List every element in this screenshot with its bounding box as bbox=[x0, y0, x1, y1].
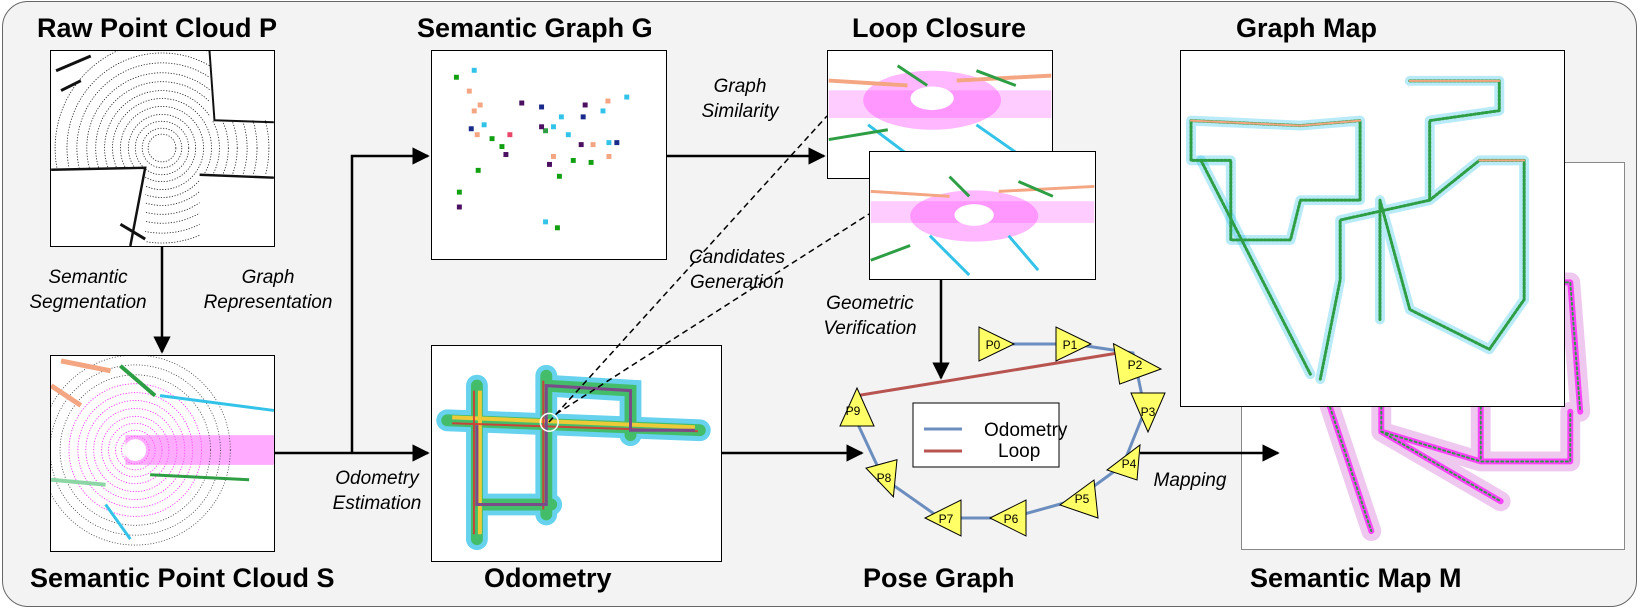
label-line: Odometry bbox=[335, 468, 419, 489]
label-graph-representation: Graph Representation bbox=[188, 265, 348, 315]
title-semantic-map: Semantic Map M bbox=[1250, 563, 1462, 593]
loop-scan-render-2 bbox=[870, 175, 1095, 277]
graph-map-image bbox=[1180, 50, 1565, 407]
label-line: Graph bbox=[713, 76, 767, 97]
label-graph-similarity: Graph Similarity bbox=[680, 74, 800, 124]
title-pose-graph: Pose Graph bbox=[863, 563, 1015, 593]
graph-map-render bbox=[1186, 75, 1530, 385]
label-line: Candidates bbox=[688, 247, 786, 268]
raw-point-cloud-image bbox=[50, 50, 275, 247]
label-candidates-generation: Candidates Generation bbox=[672, 245, 802, 295]
raw-point-cloud-render bbox=[51, 51, 274, 246]
title-odometry: Odometry bbox=[484, 563, 612, 593]
title-graph-map: Graph Map bbox=[1236, 13, 1378, 43]
label-line: Generation bbox=[689, 272, 784, 293]
label-line: Segmentation bbox=[29, 292, 147, 313]
label-line: Verification bbox=[823, 318, 917, 339]
semantic-graph-render bbox=[453, 67, 630, 231]
title-semantic-graph: Semantic Graph G bbox=[417, 13, 653, 43]
semantic-graph-image bbox=[431, 50, 667, 260]
title-raw-point-cloud: Raw Point Cloud P bbox=[37, 13, 277, 43]
label-mapping: Mapping bbox=[1153, 470, 1227, 491]
title-semantic-point-cloud: Semantic Point Cloud S bbox=[30, 563, 335, 593]
label-line: Similarity bbox=[701, 101, 779, 122]
label-odometry-estimation: Odometry Estimation bbox=[317, 466, 437, 516]
odometry-render bbox=[436, 364, 711, 551]
title-loop-closure: Loop Closure bbox=[852, 13, 1026, 43]
label-semantic-segmentation: Semantic Segmentation bbox=[18, 265, 158, 315]
semantic-point-cloud-render bbox=[51, 356, 274, 546]
odometry-image bbox=[431, 345, 722, 562]
loop-scan-render-1 bbox=[828, 64, 1052, 171]
label-line: Representation bbox=[203, 292, 333, 313]
loop-closure-scan-2 bbox=[869, 151, 1096, 280]
label-line: Semantic bbox=[48, 267, 128, 288]
label-line: Graph bbox=[241, 267, 295, 288]
semantic-point-cloud-image bbox=[50, 355, 275, 552]
label-geometric-verification: Geometric Verification bbox=[800, 291, 940, 341]
label-line: Geometric bbox=[826, 293, 914, 314]
label-line: Estimation bbox=[332, 493, 422, 514]
